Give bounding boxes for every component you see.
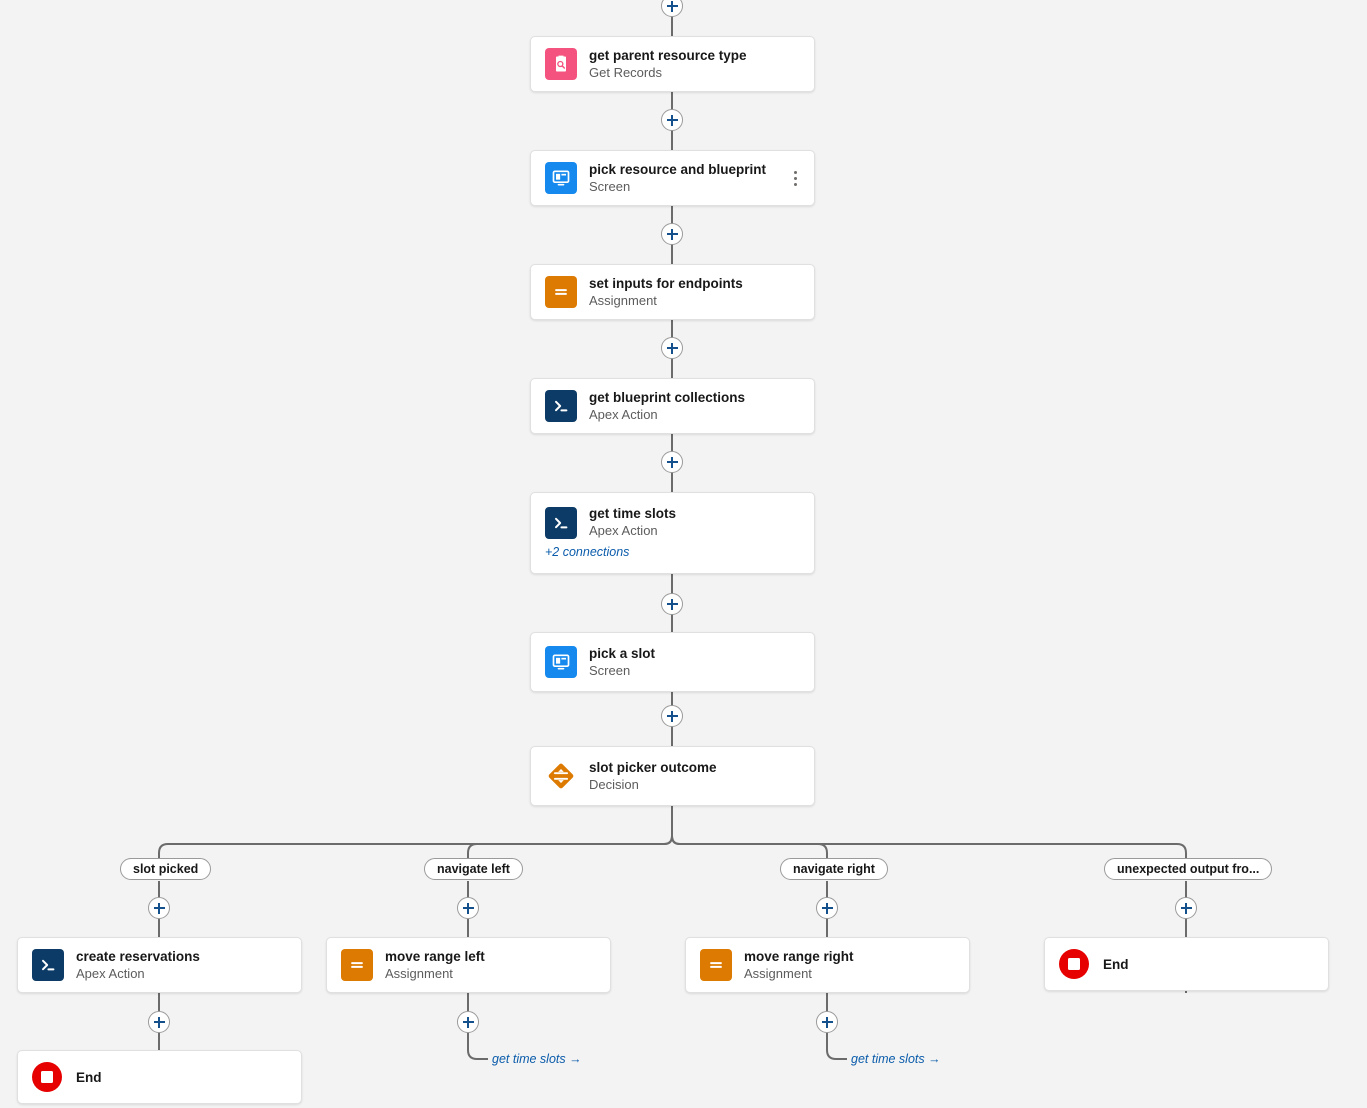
node-connections-link[interactable]: +2 connections (545, 545, 630, 559)
node-labels: set inputs for endpoints Assignment (589, 276, 743, 309)
add-element-plus-icon-after-create-reservations[interactable] (148, 1011, 170, 1033)
node-labels: slot picker outcome Decision (589, 760, 717, 793)
node-content: slot picker outcome Decision (531, 747, 814, 805)
add-element-plus-icon-after-move-range-right[interactable] (816, 1011, 838, 1033)
add-element-plus-icon-3[interactable] (661, 337, 683, 359)
node-menu-kebab-icon[interactable] (786, 167, 804, 189)
node-labels: get parent resource type Get Records (589, 48, 747, 81)
assignment-icon (700, 949, 732, 981)
screen-icon (545, 646, 577, 678)
node-title: get parent resource type (589, 47, 747, 63)
flow-node-get-time-slots[interactable]: get time slots Apex Action +2 connection… (530, 492, 815, 574)
node-content: End (1045, 938, 1328, 990)
flow-node-move-range-right[interactable]: move range right Assignment (685, 937, 970, 993)
flow-node-move-range-left[interactable]: move range left Assignment (326, 937, 611, 993)
add-element-plus-icon-5[interactable] (661, 593, 683, 615)
flow-node-pick-a-slot[interactable]: pick a slot Screen (530, 632, 815, 692)
branch-label-navigate-left[interactable]: navigate left (424, 858, 523, 880)
node-title: pick a slot (589, 645, 656, 661)
branch-label-navigate-right[interactable]: navigate right (780, 858, 888, 880)
apex-action-icon (32, 949, 64, 981)
assignment-icon (545, 276, 577, 308)
node-content: pick resource and blueprint Screen (531, 151, 814, 205)
branch-label-slot-picked[interactable]: slot picked (120, 858, 212, 880)
node-subtitle: Apex Action (76, 965, 145, 981)
node-labels: pick a slot Screen (589, 646, 655, 679)
node-title: move range right (744, 948, 854, 964)
end-label: End (76, 1069, 102, 1085)
node-content: move range right Assignment (686, 938, 969, 992)
node-title: get time slots (589, 506, 677, 521)
node-title: pick resource and blueprint (589, 161, 767, 177)
add-element-plus-icon-top[interactable] (661, 0, 683, 17)
add-element-plus-icon-branch-navigate-right[interactable] (816, 897, 838, 919)
node-labels: get time slots Apex Action (589, 506, 676, 539)
add-element-plus-icon-branch-unexpected[interactable] (1175, 897, 1197, 919)
node-subtitle: Screen (589, 178, 631, 194)
add-element-plus-icon-6[interactable] (661, 705, 683, 727)
node-content: get time slots Apex Action (531, 493, 814, 539)
node-title: slot picker outcome (589, 759, 717, 775)
end-stop-icon (1059, 949, 1089, 979)
flow-node-set-inputs-for-endpoints[interactable]: set inputs for endpoints Assignment (530, 264, 815, 320)
end-stop-icon (32, 1062, 62, 1092)
node-subtitle: Assignment (589, 292, 657, 308)
add-element-plus-icon-2[interactable] (661, 223, 683, 245)
node-labels: pick resource and blueprint Screen (589, 162, 766, 195)
goto-link-navigate-right[interactable]: get time slots → (851, 1052, 941, 1066)
node-subtitle: Apex Action (589, 406, 658, 422)
apex-action-icon (545, 506, 577, 539)
node-title: move range left (385, 948, 485, 964)
node-labels: move range left Assignment (385, 949, 485, 982)
node-labels: create reservations Apex Action (76, 949, 200, 982)
flow-node-get-parent-resource-type[interactable]: get parent resource type Get Records (530, 36, 815, 92)
node-content: move range left Assignment (327, 938, 610, 992)
add-element-plus-icon-branch-navigate-left[interactable] (457, 897, 479, 919)
node-subtitle: Assignment (744, 965, 812, 981)
node-subtitle: Assignment (385, 965, 453, 981)
end-label: End (1103, 956, 1129, 972)
screen-icon (545, 162, 577, 194)
decision-icon (545, 760, 577, 792)
node-content: get parent resource type Get Records (531, 37, 814, 91)
node-labels: move range right Assignment (744, 949, 854, 982)
node-content: End (18, 1051, 301, 1103)
node-subtitle: Apex Action (589, 523, 658, 538)
node-content: get blueprint collections Apex Action (531, 379, 814, 433)
node-subtitle: Screen (589, 662, 631, 678)
apex-action-icon (545, 390, 577, 422)
add-element-plus-icon-1[interactable] (661, 109, 683, 131)
node-subtitle: Get Records (589, 64, 662, 80)
goto-link-navigate-left[interactable]: get time slots → (492, 1052, 582, 1066)
add-element-plus-icon-branch-slot-picked[interactable] (148, 897, 170, 919)
flow-node-end-unexpected-output[interactable]: End (1044, 937, 1329, 991)
assignment-icon (341, 949, 373, 981)
node-labels: get blueprint collections Apex Action (589, 390, 745, 423)
node-content: set inputs for endpoints Assignment (531, 265, 814, 319)
node-title: set inputs for endpoints (589, 275, 743, 291)
node-title: get blueprint collections (589, 389, 746, 405)
add-element-plus-icon-after-move-range-left[interactable] (457, 1011, 479, 1033)
node-content: create reservations Apex Action (18, 938, 301, 992)
flow-node-pick-resource-and-blueprint[interactable]: pick resource and blueprint Screen (530, 150, 815, 206)
get-records-icon (545, 48, 577, 80)
flow-node-get-blueprint-collections[interactable]: get blueprint collections Apex Action (530, 378, 815, 434)
add-element-plus-icon-4[interactable] (661, 451, 683, 473)
node-title: create reservations (76, 948, 200, 964)
flow-node-slot-picker-outcome[interactable]: slot picker outcome Decision (530, 746, 815, 806)
flow-node-end-slot-picked[interactable]: End (17, 1050, 302, 1104)
flow-node-create-reservations[interactable]: create reservations Apex Action (17, 937, 302, 993)
branch-label-unexpected-output[interactable]: unexpected output fro... (1104, 858, 1273, 880)
node-subtitle: Decision (589, 776, 639, 792)
node-content: pick a slot Screen (531, 633, 814, 691)
